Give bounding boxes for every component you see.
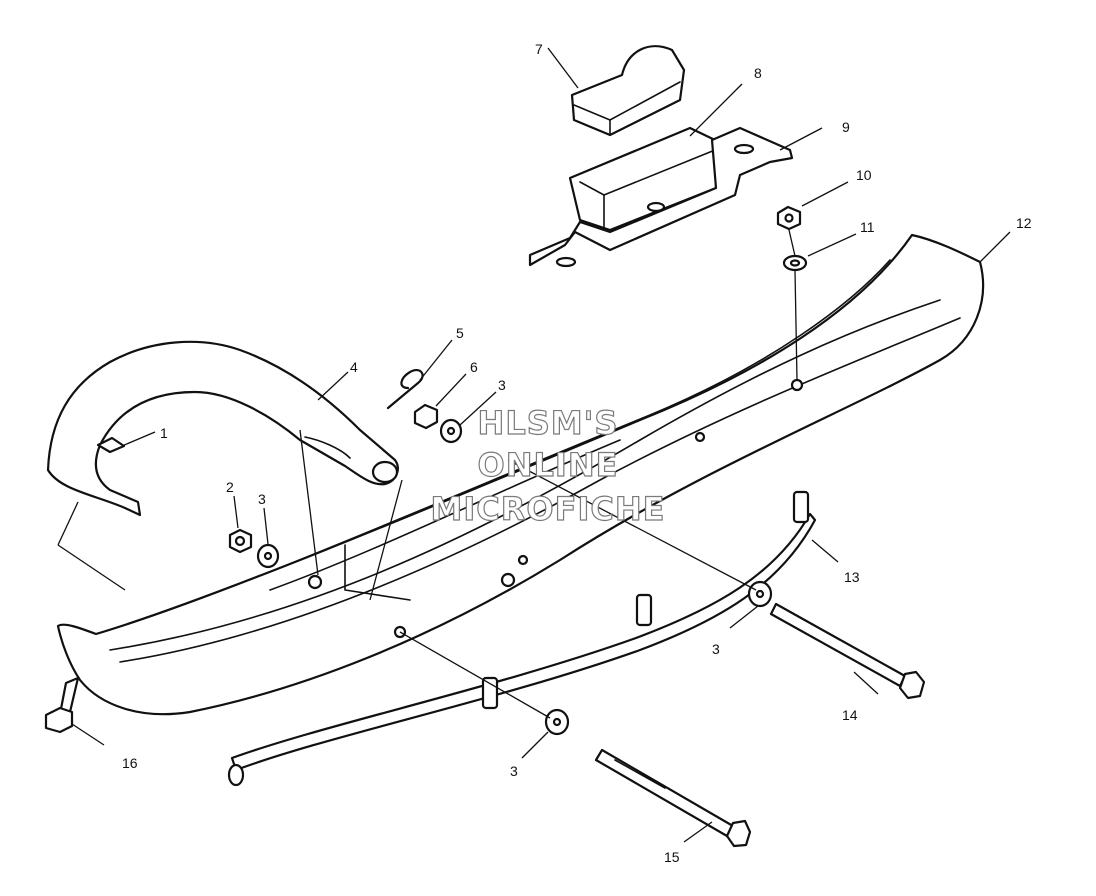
callout-3-c: 3: [712, 641, 720, 657]
callout-2: 2: [226, 479, 234, 495]
callout-4: 4: [350, 359, 358, 375]
callout-labels: 1 2 3 3 3 3 4 5 6 7 8 9 10 11 12 13 14 1…: [122, 41, 1032, 865]
callout-13: 13: [844, 569, 860, 585]
callout-16: 16: [122, 755, 138, 771]
callout-8: 8: [754, 65, 762, 81]
callout-5: 5: [456, 325, 464, 341]
washer-part-3-a: [256, 543, 280, 569]
callout-9: 9: [842, 119, 850, 135]
callout-12: 12: [1016, 215, 1032, 231]
nut-part-6: [413, 403, 439, 430]
washer-part-3-d: [544, 708, 570, 736]
bolt-part-14: [769, 602, 926, 700]
callout-10: 10: [856, 167, 872, 183]
saddle-part-8: [568, 126, 718, 232]
watermark-line-2: ONLINE: [478, 446, 619, 484]
leader-lines: [57, 47, 1011, 843]
callout-3-a: 3: [258, 491, 266, 507]
washer-part-3-b: [439, 418, 463, 444]
callout-1: 1: [160, 425, 168, 441]
callout-14: 14: [842, 707, 858, 723]
callout-11: 11: [860, 219, 875, 235]
cotter-pin-part-5: [386, 368, 424, 410]
nut-part-10: [776, 205, 802, 231]
watermark-line-1: HLSM'S: [478, 404, 619, 442]
callout-15: 15: [664, 849, 680, 865]
callout-6: 6: [470, 359, 478, 375]
ski-loop: [46, 340, 399, 517]
callout-3-d: 3: [510, 763, 518, 779]
callout-7: 7: [535, 41, 543, 57]
clip-part-1: [96, 436, 126, 454]
plate-part-9: [528, 126, 794, 268]
ski-body: [56, 233, 985, 716]
watermark-line-3: MICROFICHE: [431, 490, 666, 528]
bolt-part-16: [44, 676, 80, 734]
washer-part-3-c: [747, 580, 773, 608]
nut-part-2: [228, 528, 253, 554]
callout-3-b: 3: [498, 377, 506, 393]
bolt-part-15: [594, 748, 752, 848]
watermark: HLSM'S ONLINE MICROFICHE: [430, 403, 666, 528]
washer-part-11: [782, 254, 808, 272]
spindle-block-part-7: [570, 45, 686, 137]
